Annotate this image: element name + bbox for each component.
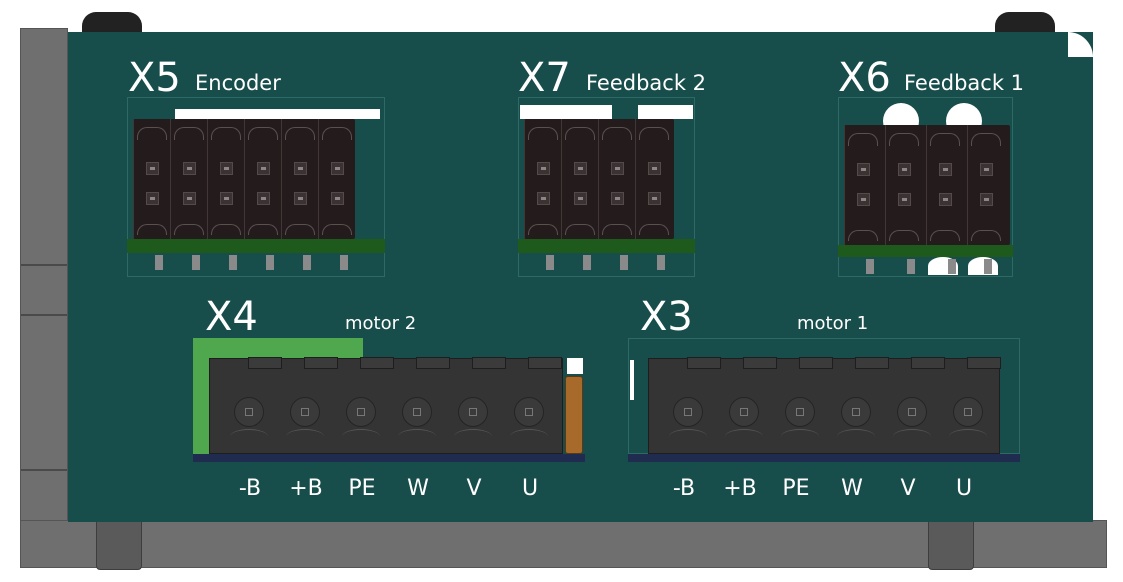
- housing-left-rail: [20, 28, 68, 568]
- x3-connector: [628, 338, 1020, 462]
- x6-pcb-strip: [838, 245, 1013, 257]
- x5-pcb-strip: [127, 239, 385, 253]
- x3-pin-label: PE: [782, 476, 810, 501]
- x5-latch: [175, 109, 380, 119]
- mounting-foot: [96, 518, 142, 570]
- x3-body: [648, 357, 1001, 454]
- rail-seam: [21, 469, 67, 471]
- x4-designator: X4: [205, 294, 258, 340]
- rail-seam: [21, 314, 67, 316]
- x3-designator: X3: [640, 294, 693, 340]
- rail-seam: [21, 264, 67, 266]
- x7-latch-right: [638, 105, 693, 119]
- x3-pin-label: +B: [723, 476, 757, 501]
- x7-designator: X7: [518, 55, 571, 101]
- x3-pin-label: W: [841, 476, 863, 501]
- x7-pcb-strip: [518, 239, 695, 253]
- x6-connector: [838, 97, 1013, 277]
- x3-pin-label: -B: [672, 476, 696, 501]
- x5-designator: X5: [128, 55, 181, 101]
- x4-pin-label: U: [521, 476, 539, 501]
- x4-pin-label: -B: [238, 476, 262, 501]
- x4-white-notch: [567, 358, 583, 374]
- x3-pin-label: U: [955, 476, 973, 501]
- x6-body: [844, 125, 1010, 245]
- x5-connector: [127, 97, 385, 277]
- x3-name-label: motor 1: [797, 313, 869, 334]
- x3-base-bar: [628, 454, 1020, 462]
- x4-body: [209, 357, 563, 454]
- x5-body: [133, 119, 355, 239]
- x4-pin-label: W: [407, 476, 429, 501]
- x4-pin-label: V: [466, 476, 482, 501]
- x6-frame: [838, 97, 1013, 277]
- x6-designator: X6: [838, 55, 891, 101]
- mounting-foot: [928, 518, 974, 570]
- x7-latch-left: [520, 105, 612, 119]
- x4-name-label: motor 2: [345, 313, 417, 334]
- x5-frame: [127, 97, 385, 277]
- x4-pin-label: +B: [289, 476, 323, 501]
- x4-side-latch: [565, 376, 583, 454]
- x3-pin-label: V: [900, 476, 916, 501]
- x7-frame: [518, 97, 695, 277]
- x7-body: [524, 119, 674, 239]
- x4-base-bar: [193, 454, 585, 462]
- x7-connector: [518, 97, 695, 277]
- x5-name-label: Encoder: [195, 71, 281, 95]
- x3-white-notch: [630, 360, 634, 400]
- x7-name-label: Feedback 2: [586, 71, 707, 95]
- x4-pin-label: PE: [348, 476, 376, 501]
- x6-name-label: Feedback 1: [904, 71, 1025, 95]
- x4-connector: [193, 338, 585, 462]
